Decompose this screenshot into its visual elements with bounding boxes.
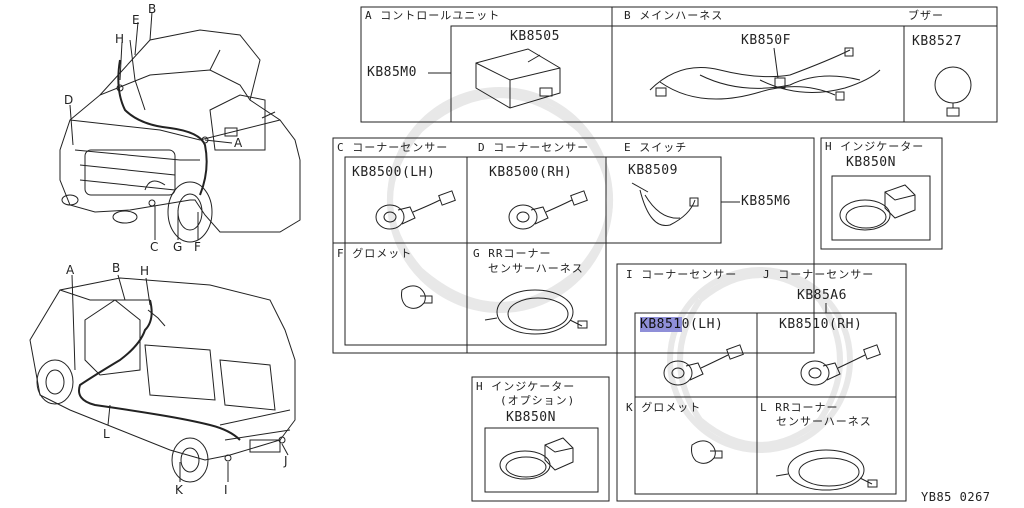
section-h-subtitle: (オプション) bbox=[500, 394, 576, 407]
part-number[interactable]: KB850F bbox=[741, 33, 791, 48]
diagram-reference-code: YB85 0267 bbox=[921, 490, 991, 504]
section-h-title: H インジケーター bbox=[825, 140, 925, 153]
callout-letter: F bbox=[194, 240, 201, 254]
section-f-title: F グロメット bbox=[337, 247, 413, 260]
callout-letter: I bbox=[224, 483, 228, 497]
callout-letter: A bbox=[234, 136, 243, 150]
part-number[interactable]: KB8505 bbox=[510, 29, 560, 44]
assembly-number[interactable]: KB85M6 bbox=[741, 194, 791, 209]
section-e-title: E スイッチ bbox=[624, 141, 688, 154]
watermark-emblem bbox=[387, 87, 853, 453]
section-frames bbox=[332, 6, 998, 502]
callout-letter: L bbox=[103, 427, 110, 441]
section-j-title: J コーナーセンサー bbox=[763, 268, 875, 281]
section-k-title: K グロメット bbox=[626, 401, 702, 414]
callout-letter: K bbox=[175, 483, 183, 497]
part-number[interactable]: KB8527 bbox=[912, 34, 962, 49]
part-number[interactable]: KB8509 bbox=[628, 163, 678, 178]
part-illustrations bbox=[375, 47, 972, 491]
section-i-title: I コーナーセンサー bbox=[626, 268, 738, 281]
section-c-title: C コーナーセンサー bbox=[337, 141, 449, 154]
section-g-subtitle: センサーハーネス bbox=[488, 262, 584, 275]
callout-letter: B bbox=[148, 2, 157, 16]
part-number[interactable]: KB850N bbox=[846, 155, 896, 170]
section-a-title: A コントロールユニット bbox=[365, 9, 501, 22]
assembly-number[interactable]: KB85A6 bbox=[797, 288, 847, 303]
part-number[interactable]: KB8500(RH) bbox=[489, 165, 573, 180]
section-g-title: G RRコーナー bbox=[473, 247, 552, 260]
callout-letter: H bbox=[140, 264, 150, 278]
section-b-title: B メインハーネス bbox=[624, 9, 724, 22]
search-highlight: KB851 bbox=[640, 317, 682, 332]
callout-letter: E bbox=[132, 13, 140, 27]
section-l-subtitle: センサーハーネス bbox=[776, 415, 872, 428]
part-number[interactable]: KB8510(RH) bbox=[779, 317, 863, 332]
section-d-title: D コーナーセンサー bbox=[478, 141, 590, 154]
callout-letter: J bbox=[284, 454, 288, 468]
front-vehicle-illustration bbox=[59, 11, 301, 243]
part-number[interactable]: KB850N bbox=[506, 410, 556, 425]
part-number[interactable]: KB8500(LH) bbox=[352, 165, 436, 180]
callout-letter: D bbox=[64, 93, 74, 107]
callout-letter: A bbox=[66, 263, 75, 277]
section-buzzer-title: ブザー bbox=[908, 9, 944, 22]
rear-vehicle-illustration bbox=[29, 274, 296, 483]
callout-letter: B bbox=[112, 261, 121, 275]
assembly-number[interactable]: KB85M0 bbox=[367, 65, 417, 80]
section-h-title: H インジケーター bbox=[476, 380, 576, 393]
section-l-title: L RRコーナー bbox=[760, 401, 839, 414]
callout-letter: G bbox=[173, 240, 183, 254]
callout-letter: C bbox=[150, 240, 159, 254]
callout-letter: H bbox=[115, 32, 125, 46]
part-number-highlighted[interactable]: KB8510(LH) bbox=[640, 317, 724, 332]
